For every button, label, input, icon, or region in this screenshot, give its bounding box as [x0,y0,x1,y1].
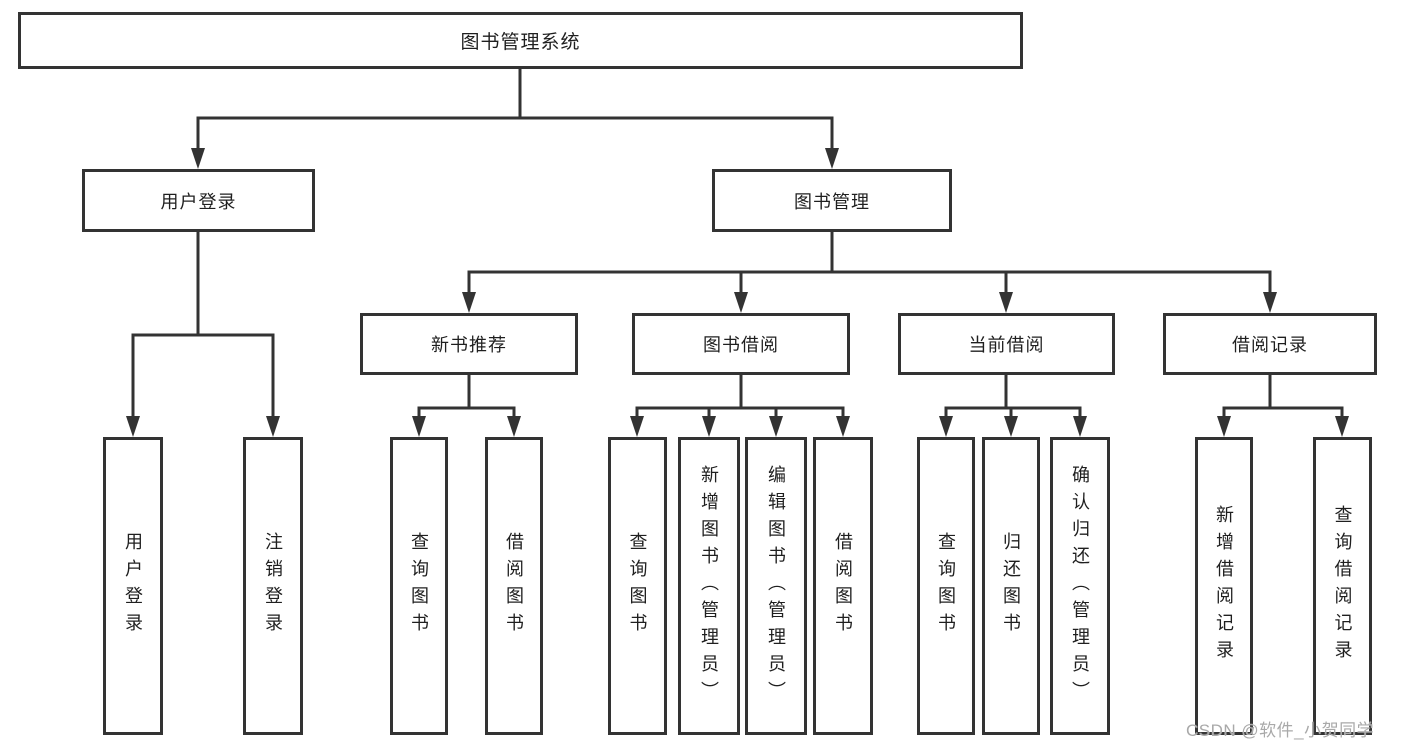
connector-new-book-recommend-to-leaves [412,375,521,437]
node-leaf-borrow-book: 借阅图书 [813,437,873,735]
connector-root-to-level2 [191,69,839,169]
node-label: 确认归还（管理员） [1070,464,1090,708]
node-leaf-logout: 注销登录 [243,437,303,735]
node-label: 查询借阅记录 [1332,505,1353,667]
node-user-login: 用户登录 [82,169,315,232]
watermark: CSDN @软件_小贺同学 [1186,721,1375,740]
node-leaf-confirm-return-admin: 确认归还（管理员） [1050,437,1110,735]
node-label: 注销登录 [263,532,283,640]
node-book-borrow: 图书借阅 [632,313,850,375]
node-borrow-records: 借阅记录 [1163,313,1377,375]
node-label: 借阅记录 [1232,335,1308,355]
node-leaf-borrow-books-recommend: 借阅图书 [485,437,543,735]
node-label: 图书管理 [794,191,870,212]
node-label: 新增图书（管理员） [699,464,719,708]
node-root-library-management-system: 图书管理系统 [18,12,1023,69]
node-leaf-edit-book-admin: 编辑图书（管理员） [745,437,807,735]
node-label: 图书借阅 [703,335,779,355]
node-label: 借阅图书 [833,532,853,640]
node-book-management: 图书管理 [712,169,952,232]
node-label: 归还图书 [1001,532,1021,640]
node-leaf-add-borrow-record: 新增借阅记录 [1195,437,1253,735]
connector-current-borrow-to-leaves [939,375,1087,437]
connector-book-borrow-to-leaves [630,375,850,437]
node-leaf-user-login: 用户登录 [103,437,163,735]
node-leaf-query-books-recommend: 查询图书 [390,437,448,735]
node-leaf-query-borrow-record: 查询借阅记录 [1313,437,1372,735]
node-label: 新增借阅记录 [1214,505,1234,667]
node-label: 查询图书 [409,532,429,640]
node-new-book-recommend: 新书推荐 [360,313,578,375]
node-current-borrow: 当前借阅 [898,313,1115,375]
connector-borrow-records-to-leaves [1217,375,1349,437]
node-leaf-query-books-borrow: 查询图书 [608,437,667,735]
node-label: 编辑图书（管理员） [766,464,786,708]
connector-user-login-to-leaves [126,232,280,437]
node-leaf-return-book: 归还图书 [982,437,1040,735]
node-label: 借阅图书 [504,532,524,640]
node-label: 新书推荐 [431,335,507,355]
node-leaf-query-books-current: 查询图书 [917,437,975,735]
node-leaf-add-book-admin: 新增图书（管理员） [678,437,740,735]
node-label: 查询图书 [627,532,648,640]
node-label: 用户登录 [160,191,237,212]
node-label: 图书管理系统 [460,32,581,53]
node-label: 当前借阅 [968,335,1045,355]
node-label: 用户登录 [123,532,143,640]
connector-book-management-to-level3 [462,232,1277,313]
node-label: 查询图书 [936,532,956,640]
